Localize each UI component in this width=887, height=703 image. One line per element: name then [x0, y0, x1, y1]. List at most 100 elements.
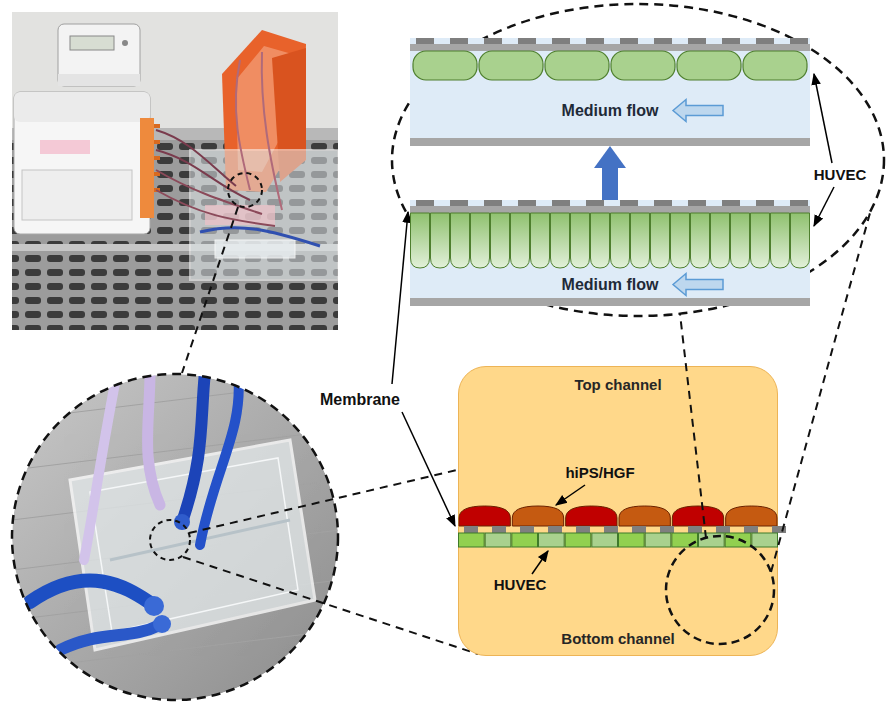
- endothelial-cell: [511, 213, 530, 268]
- lab-setup-photo: [122, 40, 128, 46]
- endothelial-cell: [677, 51, 741, 80]
- membrane-pore: [450, 200, 468, 206]
- endothelial-cell: [531, 213, 550, 268]
- endothelial-cell: [791, 213, 810, 268]
- channel-floor: [410, 298, 810, 306]
- stem-cell: [459, 506, 510, 526]
- endothelial-cell: [411, 213, 430, 268]
- membrane-pore: [688, 200, 706, 206]
- chip-section-box: Top channelBottom channel: [458, 366, 778, 656]
- flow-direction-arrow: [673, 274, 723, 296]
- lab-setup-photo: [12, 12, 338, 330]
- endothelial-cell: [471, 213, 490, 268]
- channel-box: Medium flow: [410, 200, 810, 306]
- channel-floor: [410, 138, 810, 146]
- membrane-pore: [552, 200, 570, 206]
- membrane-pore: [722, 38, 740, 44]
- membrane-pore: [660, 526, 674, 533]
- cell-label: HUVEC: [814, 166, 867, 184]
- endothelial-cell: [743, 51, 807, 80]
- endothelial-cell: [731, 213, 750, 268]
- endothelial-cell: [691, 213, 710, 268]
- stem-cell: [565, 506, 616, 526]
- membrane-pore: [688, 38, 706, 44]
- endothelial-cell: [751, 213, 770, 268]
- zoom-guide-line: [771, 213, 870, 572]
- membrane-pore: [688, 526, 702, 533]
- membrane-pore: [744, 526, 758, 533]
- lab-setup-photo: [14, 92, 150, 234]
- leader-arrow: [814, 74, 832, 163]
- chip-photo: [153, 615, 171, 633]
- node-drawing: [458, 366, 778, 656]
- lab-setup-photo: [236, 60, 250, 190]
- endothelial-cell: [631, 213, 650, 268]
- membrane-pore: [484, 38, 502, 44]
- membrane-pore: [586, 38, 604, 44]
- lab-setup-photo: [40, 140, 90, 154]
- endothelial-cell: [571, 213, 590, 268]
- membrane-pore: [586, 200, 604, 206]
- cell-label: HUVEC: [494, 576, 547, 593]
- membrane: [410, 44, 810, 51]
- chip-photo: [30, 580, 152, 604]
- endothelial-cell: [413, 51, 477, 80]
- lab-setup-photo: [14, 92, 150, 122]
- zoom-guide-line: [189, 470, 457, 533]
- endothelial-cell: [611, 213, 630, 268]
- membrane-pore: [416, 200, 434, 206]
- endothelial-cell: [645, 533, 671, 547]
- endothelial-cell: [591, 533, 617, 547]
- membrane-pore: [654, 200, 672, 206]
- membrane-pore: [518, 38, 536, 44]
- node-text: Bottom channel: [561, 630, 674, 648]
- endothelial-cell: [451, 213, 470, 268]
- membrane-pore: [518, 200, 536, 206]
- flow-arrow: [602, 168, 618, 200]
- chip-photo: [12, 380, 340, 670]
- membrane-pore: [654, 38, 672, 44]
- endothelial-cell: [611, 51, 675, 80]
- chip-photo: [60, 625, 160, 650]
- chip-photo: [148, 372, 161, 505]
- endothelial-cell: [538, 533, 564, 547]
- zoom-marker: [666, 536, 774, 644]
- membrane-pore: [450, 38, 468, 44]
- leader-arrow: [556, 485, 585, 505]
- leader-arrow: [402, 412, 455, 526]
- membrane-pore: [604, 526, 618, 533]
- endothelial-cell: [711, 213, 730, 268]
- node-text: Top channel: [574, 376, 661, 394]
- lab-setup-photo: [58, 24, 140, 86]
- lab-setup-photo: [215, 240, 295, 258]
- membrane: [410, 206, 810, 213]
- membrane-pore: [620, 38, 638, 44]
- chip-photo: [12, 374, 338, 700]
- zoom-guide-line: [680, 314, 706, 538]
- endothelial-cell: [479, 51, 543, 80]
- lab-setup-photo: [200, 228, 320, 246]
- membrane-label: Membrane: [320, 390, 400, 409]
- zoom-guide-line: [183, 557, 478, 654]
- endothelial-cell: [565, 533, 591, 547]
- membrane-pore: [620, 200, 638, 206]
- membrane-pore: [520, 526, 534, 533]
- cell-label: hiPS/HGF: [565, 464, 634, 481]
- zoom-marker: [150, 520, 190, 560]
- chip-photo: [144, 596, 164, 616]
- membrane-pore: [790, 38, 808, 44]
- endothelial-cell: [725, 533, 751, 547]
- stem-cell: [725, 506, 776, 526]
- lab-setup-photo: [70, 36, 114, 50]
- flow-direction-arrow: [673, 100, 723, 122]
- zoom-guide-line: [182, 207, 238, 373]
- membrane-pore: [756, 38, 774, 44]
- stem-cell: [512, 506, 563, 526]
- channel-box: Medium flow: [410, 38, 810, 146]
- lab-setup-photo: [140, 118, 154, 218]
- node-text: Medium flow: [562, 101, 659, 120]
- membrane-pore: [464, 526, 478, 533]
- lab-setup-photo: [156, 190, 275, 226]
- leader-arrow: [392, 212, 408, 384]
- membrane-pore: [492, 526, 506, 533]
